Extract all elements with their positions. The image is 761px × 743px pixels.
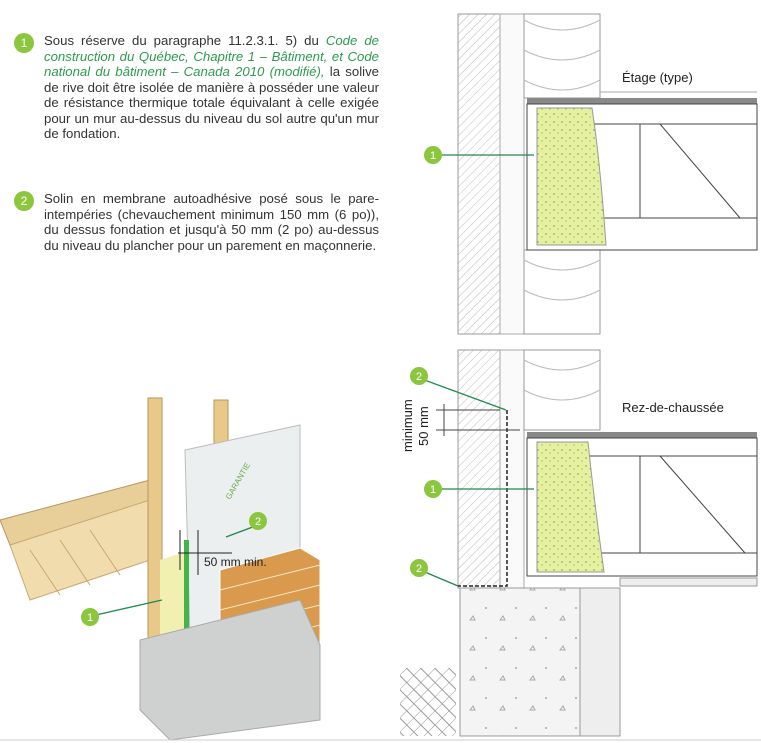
section-callout-2: 2 [410, 367, 428, 385]
illustration-dimension-label: 50 mm min. [204, 555, 267, 569]
dimension-minimum-label: minimum [400, 399, 415, 452]
note-1: 1 Sous réserve du paragraphe 11.2.3.1. 5… [14, 33, 379, 142]
section-callout-1: 1 [424, 146, 442, 164]
callout-badge-2: 2 [14, 191, 34, 211]
svg-text:1: 1 [430, 484, 436, 496]
svg-text:2: 2 [416, 563, 422, 575]
code-reference: Code de construction du Québec, Chapitre… [44, 33, 380, 79]
upper-floor-section [457, 13, 758, 335]
svg-text:1: 1 [87, 612, 93, 624]
upper-floor-label: Étage (type) [622, 70, 693, 85]
callout-badge-1: 1 [14, 33, 34, 53]
illustration-callout-1: 1 [81, 608, 99, 626]
section-callout-1b: 1 [424, 480, 442, 498]
note-2: 2 Solin en membrane autoadhésive posé so… [14, 191, 379, 253]
svg-text:2: 2 [255, 516, 261, 528]
section-callout-2b: 2 [410, 559, 428, 577]
ground-floor-label: Rez-de-chaussée [622, 400, 724, 415]
dimension-value-label: 50 mm [416, 406, 431, 446]
svg-text:2: 2 [416, 371, 422, 383]
illustration-callout-2: 2 [249, 512, 267, 530]
ground-floor-section [400, 349, 758, 737]
wall-3d-illustration: GARANTIE [0, 397, 321, 741]
svg-text:1: 1 [430, 150, 436, 162]
